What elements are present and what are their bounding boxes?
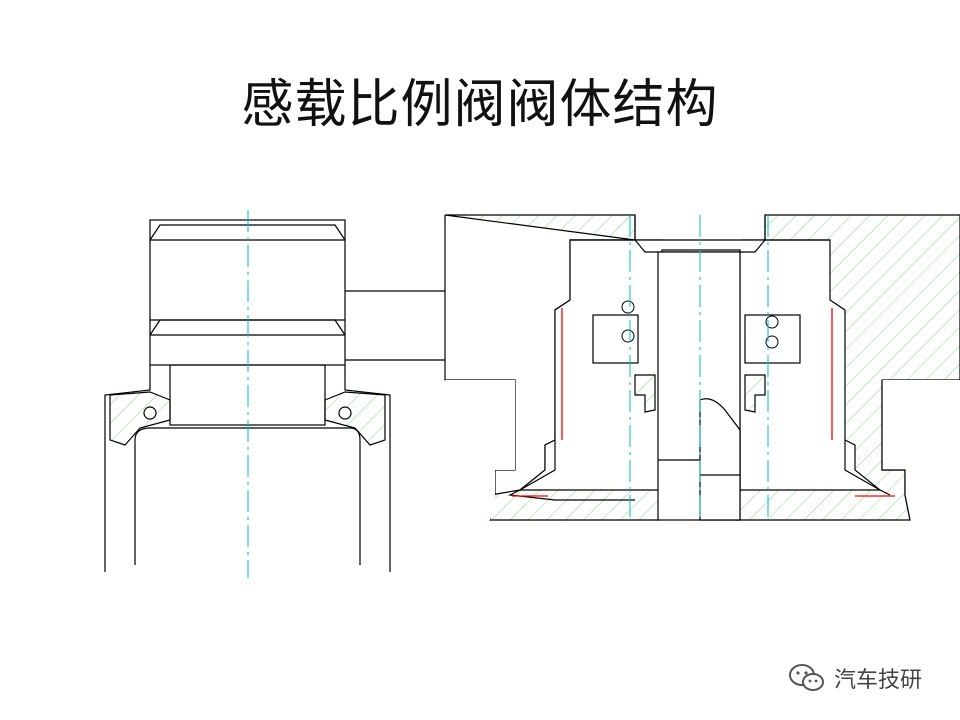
right-bearing-balls xyxy=(621,300,779,349)
body-tube-inner xyxy=(134,427,361,565)
left-seal-rings xyxy=(109,391,386,446)
right-section-view xyxy=(444,214,960,521)
right-seal-ring xyxy=(324,391,386,446)
watermark: 汽车技研 xyxy=(788,662,922,694)
wechat-icon xyxy=(789,664,824,691)
lip-seal-left xyxy=(634,374,656,413)
watermark-text: 汽车技研 xyxy=(834,668,923,693)
slide-title: 感载比例阀阀体结构 xyxy=(241,75,719,135)
ball-right-top xyxy=(765,315,779,329)
lip-seal-right xyxy=(744,374,766,413)
ball-right-bottom xyxy=(765,335,779,349)
left-oring xyxy=(143,406,157,420)
left-seal-ring xyxy=(109,391,171,446)
body-tube-outer xyxy=(104,365,391,572)
stem-lower-section xyxy=(699,398,741,521)
right-oring xyxy=(338,406,352,420)
ball-left-bottom xyxy=(621,329,635,343)
gasket-lines xyxy=(512,308,895,497)
right-centerlines xyxy=(629,215,769,520)
ball-left-top xyxy=(621,300,635,314)
